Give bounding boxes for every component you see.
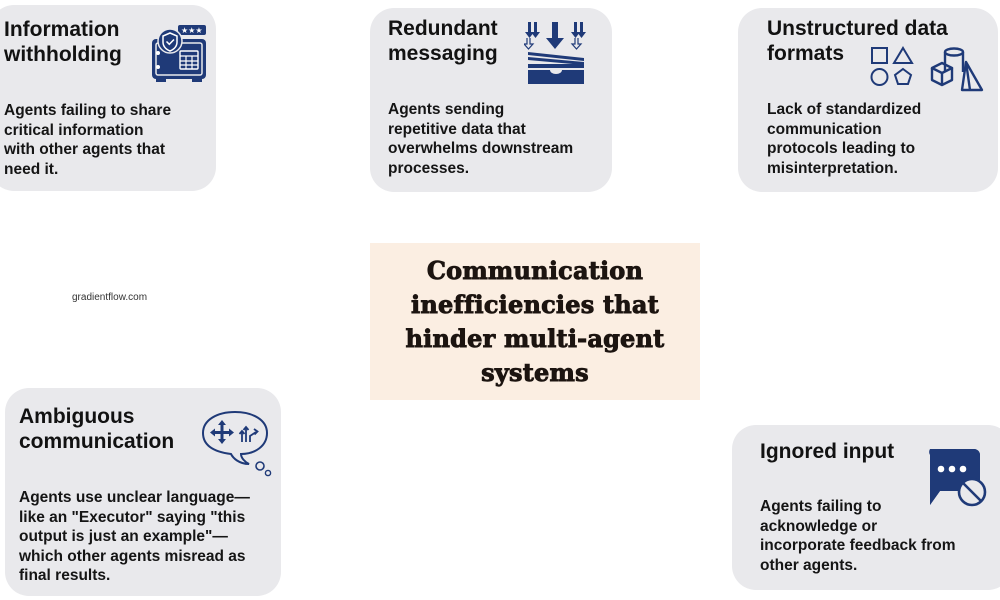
card-title: Ambiguous communication [19,405,175,453]
safe-shield-icon: ★★★ [150,23,208,90]
card-description: Agents sending repetitive data that over… [388,101,574,177]
card-unstructured-data-formats: Unstructured data formats Lack of standa… [738,8,998,192]
central-topic-box: Communication inefficiencies that hinder… [370,243,700,400]
inbox-overflow-icon [522,20,588,91]
card-information-withholding: Information withholding ★★★ Agents faili… [0,5,216,191]
svg-text:★★★: ★★★ [181,26,203,35]
card-description: Agents failing to share critical informa… [4,102,172,178]
central-topic-title: Communication inefficiencies that hinder… [405,255,665,387]
shapes-icon [870,46,986,101]
card-redundant-messaging: Redundant messaging Agents sending repet… [370,8,612,192]
card-title: Information withholding [4,18,122,66]
blocked-chat-icon [924,447,990,516]
card-description: Agents use unclear language— like an "Ex… [19,489,250,584]
card-description: Agents failing to acknowledge or incorpo… [760,498,956,574]
card-description: Lack of standardized communication proto… [767,101,922,177]
card-title: Unstructured data formats [767,17,948,65]
card-title: Ignored input [760,440,895,463]
watermark: gradientflow.com [72,292,148,303]
card-ignored-input: Ignored input Agents failing to acknowle… [732,425,1000,590]
card-title: Redundant messaging [388,17,498,65]
thought-bubble-directions-icon [201,408,273,485]
card-ambiguous-communication: Ambiguous communication Agents use uncle… [5,388,281,596]
